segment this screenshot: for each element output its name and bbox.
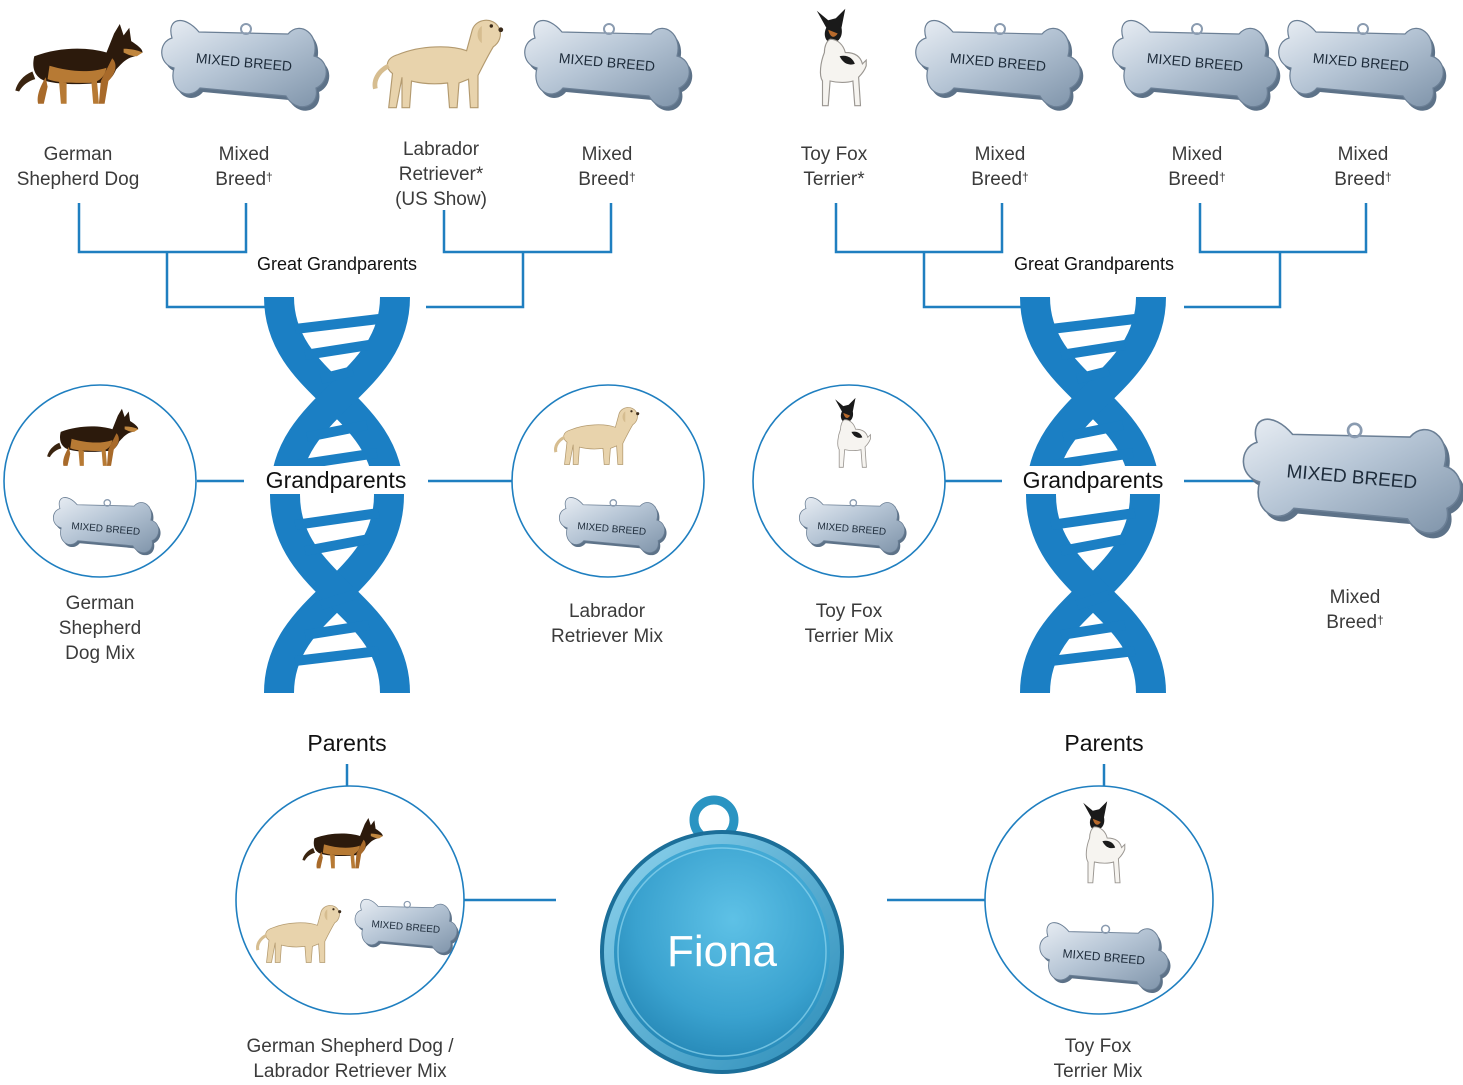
dna-helix-icon bbox=[279, 297, 395, 693]
generation-label-grandparents: Grandparents bbox=[1018, 466, 1168, 494]
grandparent-circle bbox=[3, 384, 197, 578]
parent-circles bbox=[235, 785, 1214, 1015]
grandparent-circles bbox=[3, 384, 1463, 578]
fiona-medallion bbox=[600, 795, 844, 1074]
generation-label-great-grandparents: Great Grandparents bbox=[1011, 253, 1177, 275]
parent-circle bbox=[235, 785, 465, 1015]
toy-fox-terrier-icon bbox=[816, 8, 867, 107]
generation-label-parents: Parents bbox=[1060, 729, 1148, 757]
generation-label-great-grandparents: Great Grandparents bbox=[254, 253, 420, 275]
dna-helix-icon bbox=[1035, 297, 1151, 693]
generation-label-grandparents: Grandparents bbox=[261, 466, 411, 494]
grandparent-circle bbox=[511, 384, 705, 578]
breed-label: German Shepherd Dog /Labrador Retriever … bbox=[246, 1036, 454, 1082]
german-shepherd-icon bbox=[15, 23, 143, 104]
generation-label-parents: Parents bbox=[303, 729, 391, 757]
labrador-icon bbox=[375, 20, 503, 107]
dog-name: Fiona bbox=[666, 927, 778, 976]
